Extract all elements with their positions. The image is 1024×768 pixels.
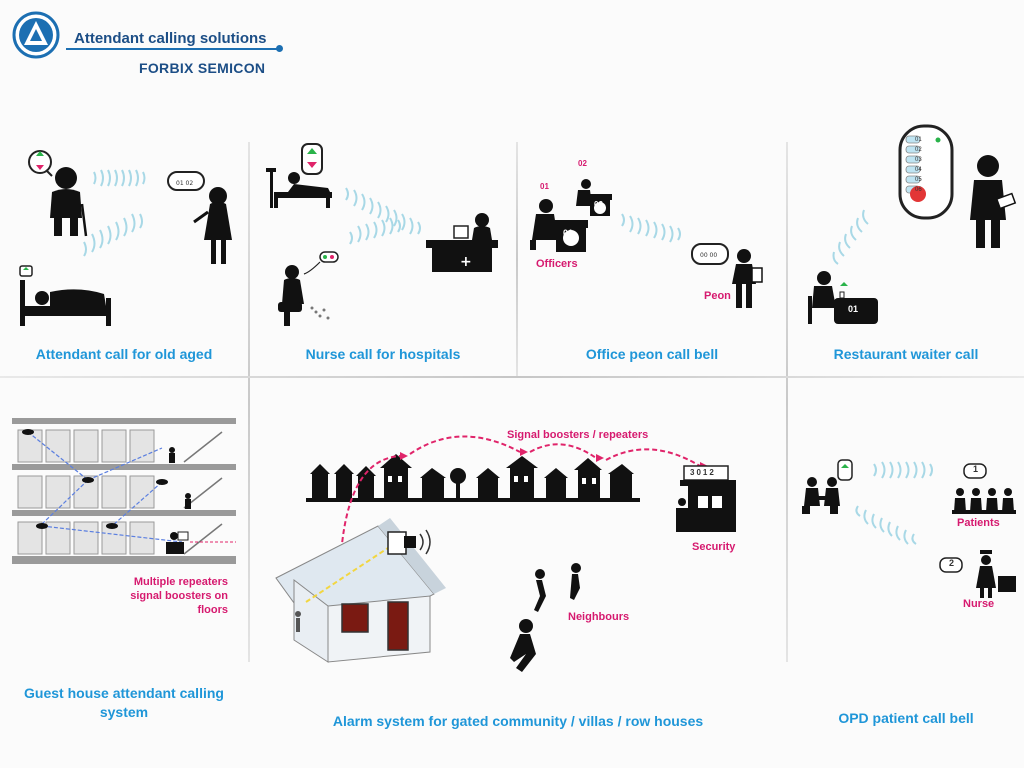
svg-text:00 00: 00 00 xyxy=(700,252,717,259)
divider-h1 xyxy=(0,376,1024,378)
signal-wave-icon xyxy=(93,169,146,187)
caption-opd: OPD patient call bell xyxy=(838,710,974,726)
desk-label-01: 01 xyxy=(540,182,549,191)
patient-washroom-icon xyxy=(278,251,339,326)
office-illustration: 00 00 xyxy=(530,179,763,308)
opd-illustration xyxy=(802,459,1016,598)
hospital-illustration: + xyxy=(266,143,498,326)
caption-hospital: Nurse call for hospitals xyxy=(305,346,461,362)
bedside-call-device-icon xyxy=(301,143,323,175)
officers-label: Officers xyxy=(536,258,578,270)
menu-item-03: 03 xyxy=(915,157,922,163)
waiter-icon xyxy=(970,155,1017,248)
waiting-patients-icon xyxy=(952,488,1016,514)
svg-text:+: + xyxy=(460,254,472,270)
brand-title: Attendant calling solutions xyxy=(74,30,267,47)
menu-item-01: 01 xyxy=(915,137,922,143)
token-number-1: 1 xyxy=(973,464,979,474)
hospital-bed-icon xyxy=(266,168,332,208)
nurse-station-desk-icon: + xyxy=(426,213,498,272)
call-button-bubble-icon xyxy=(28,150,53,177)
officer-2-icon xyxy=(576,179,612,216)
peon-label: Peon xyxy=(704,290,731,302)
desk-number-02: 02 xyxy=(594,200,603,209)
neighbours-label: Neighbours xyxy=(568,611,630,623)
guest-figure-icon xyxy=(169,447,191,509)
security-label: Security xyxy=(692,541,736,553)
caption-office: Office peon call bell xyxy=(585,346,719,362)
row-houses-icon xyxy=(306,454,640,502)
divider-v1 xyxy=(248,142,250,662)
receiver-unit-icon: 00 00 xyxy=(691,243,729,265)
token-number-2: 2 xyxy=(949,558,955,568)
menu-item-05: 05 xyxy=(915,177,922,183)
nurse-icon xyxy=(976,550,1016,598)
nurse-label: Nurse xyxy=(963,598,995,610)
caption-restaurant: Restaurant waiter call xyxy=(833,346,979,362)
gated-community-illustration xyxy=(275,435,736,672)
desk-number-01: 01 xyxy=(563,228,574,238)
brand-underline-dot xyxy=(276,45,283,52)
caption-old-aged: Attendant call for old aged xyxy=(35,346,213,362)
menu-item-04: 04 xyxy=(915,167,922,173)
brand-underline xyxy=(66,48,280,50)
repeater-node-icon xyxy=(22,429,168,529)
guest-house-building-illustration xyxy=(12,418,236,564)
divider-v3 xyxy=(786,142,788,662)
divider-v2 xyxy=(516,142,518,378)
menu-item-06: 06 xyxy=(915,187,922,193)
attendant-woman-icon xyxy=(193,187,232,264)
company-name: FORBIX SEMICON xyxy=(139,60,266,76)
officer-1-icon xyxy=(530,199,588,252)
restaurant-illustration xyxy=(808,124,1017,324)
old-woman-icon xyxy=(50,167,88,237)
running-neighbour-icon xyxy=(510,563,581,672)
customer-at-table-icon xyxy=(808,271,878,324)
patients-label: Patients xyxy=(957,517,1000,529)
bed-patient-icon xyxy=(19,265,111,326)
house-with-alarm-icon xyxy=(275,518,446,663)
forbix-logo-icon xyxy=(12,11,60,59)
restaurant-table-number: 01 xyxy=(848,304,859,314)
receiver-unit-icon: 01 02 xyxy=(167,171,205,191)
waiter-call-display-icon xyxy=(898,124,954,220)
caption-guest-house: Guest house attendant calling system xyxy=(24,685,224,720)
caption-gated: Alarm system for gated community / villa… xyxy=(332,713,704,729)
signal-boosters-label: Signal boosters / repeaters xyxy=(507,429,649,441)
token-display-icon xyxy=(939,463,987,573)
doctor-patient-icon xyxy=(802,459,853,514)
security-display-number: 3012 xyxy=(690,468,716,477)
building-floors-icon xyxy=(12,418,236,564)
old-aged-illustration: 01 02 xyxy=(19,150,232,326)
svg-text:01 02: 01 02 xyxy=(176,180,193,187)
desk-label-02: 02 xyxy=(578,159,587,168)
reception-desk-icon xyxy=(166,531,236,554)
repeaters-note: Multiple repeaters signal boosters on fl… xyxy=(130,576,228,616)
repeater-signal-lines xyxy=(27,431,183,543)
security-booth-icon xyxy=(676,465,736,532)
restaurant-menu-list: 01 02 03 04 05 06 xyxy=(915,135,922,195)
menu-item-02: 02 xyxy=(915,147,922,153)
peon-icon xyxy=(732,249,763,308)
